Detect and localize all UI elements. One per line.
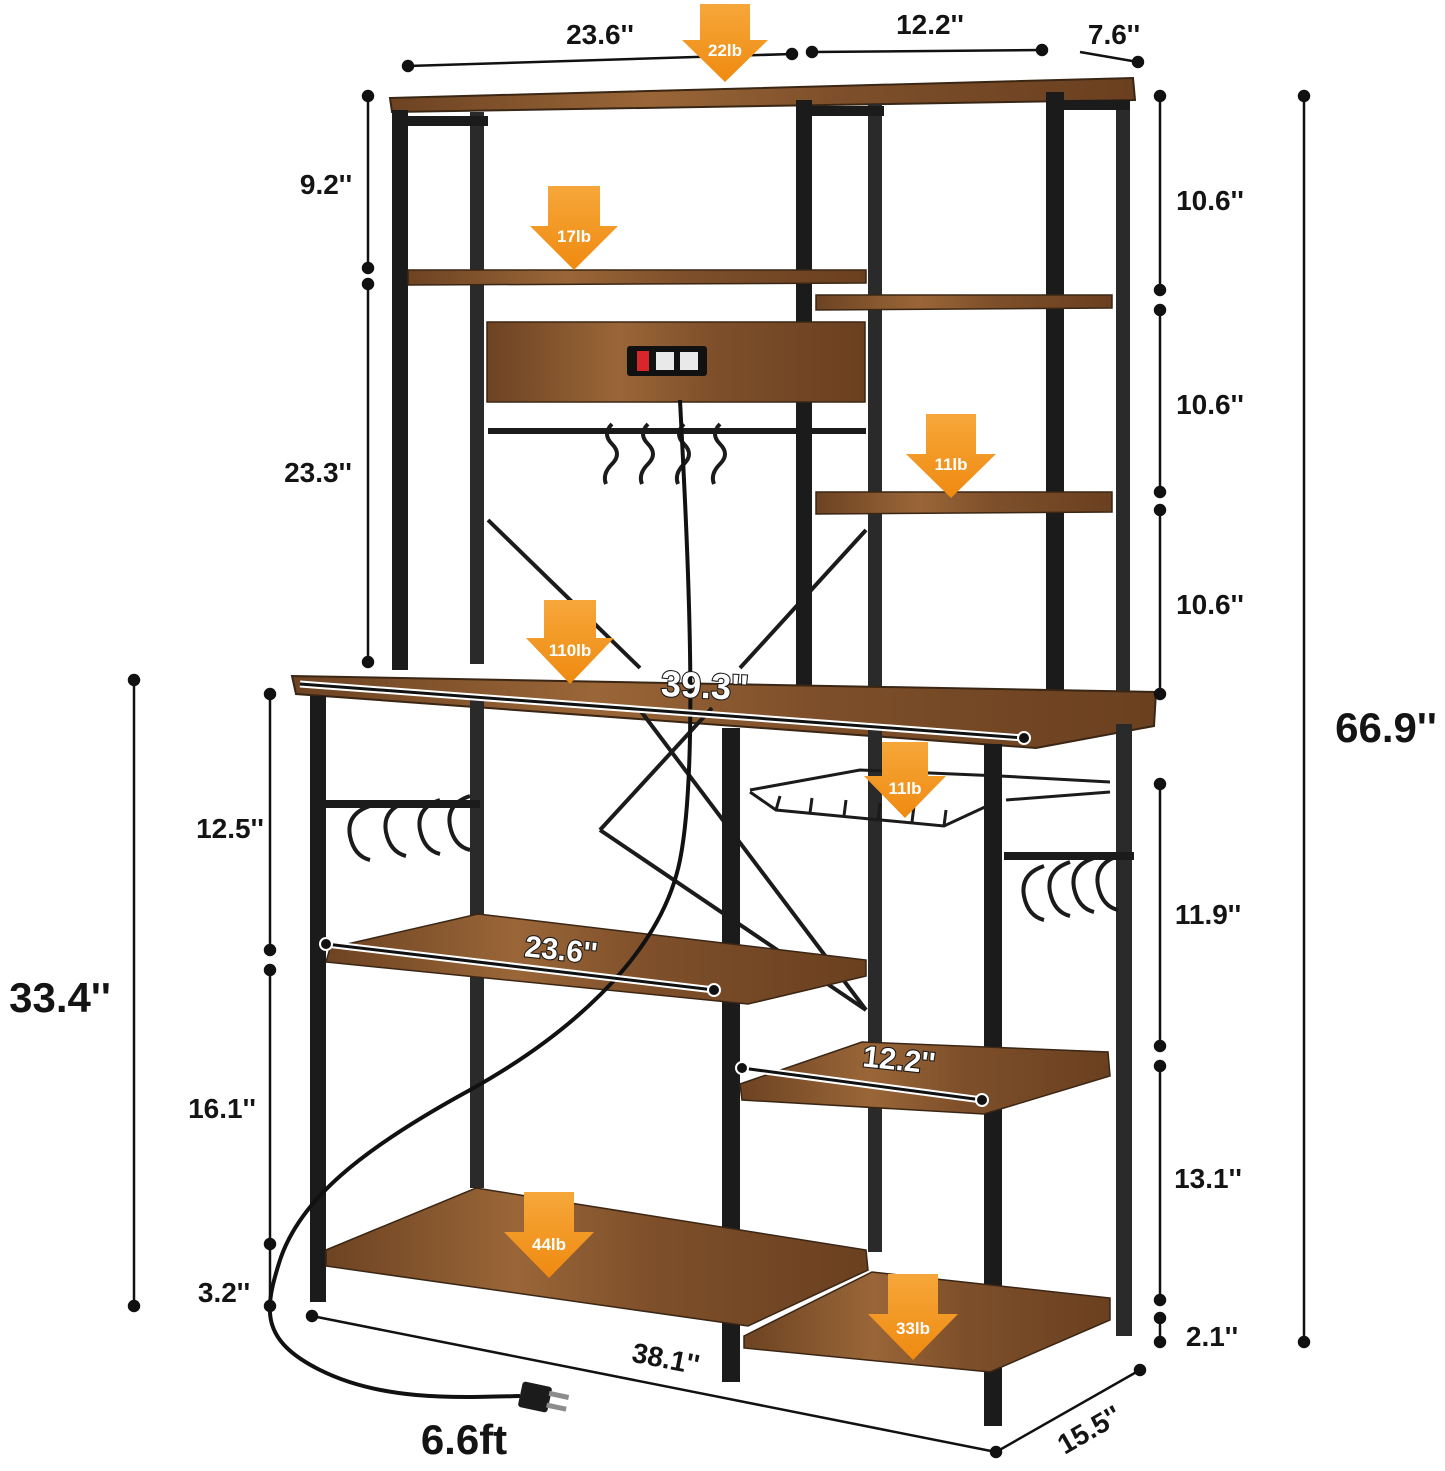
weight-arrow-icon: 110lb — [526, 600, 614, 684]
s-hook-icon — [1021, 854, 1119, 922]
cross-brace — [598, 706, 714, 832]
power-strip-icon — [627, 346, 707, 376]
label-lower-left-gap-1: 12.5'' — [196, 813, 264, 844]
label-top-right-width: 12.2'' — [896, 9, 964, 40]
label-upper-right-gap-3: 10.6'' — [1176, 589, 1244, 620]
weight-arrow-icon: 11lb — [906, 414, 996, 498]
frame-bar — [812, 106, 884, 116]
frame-bar — [1064, 100, 1130, 110]
weight-basket: 11lb — [888, 779, 921, 798]
lower-post — [1116, 724, 1132, 1336]
label-upper-left-gap-1: 9.2'' — [300, 169, 352, 200]
rack-frame — [267, 76, 1158, 1426]
upper-post — [868, 104, 882, 696]
weight-bottom-left: 44lb — [532, 1235, 566, 1254]
label-lower-left-gap-2: 16.1'' — [188, 1093, 256, 1124]
label-lower-left-gap-3: 3.2'' — [198, 1277, 250, 1308]
upper-left-shelf — [407, 269, 867, 286]
frame-bar — [408, 116, 488, 126]
weight-arrow-icon: 17lb — [530, 186, 618, 270]
s-hook-icon — [347, 794, 471, 862]
lower-post — [722, 728, 740, 1382]
upper-post — [470, 112, 484, 664]
label-counter-height: 33.4'' — [9, 974, 111, 1021]
upper-right-shelf-1 — [815, 294, 1113, 311]
dimension-lines — [127, 43, 1311, 1459]
top-shelf — [388, 76, 1137, 114]
dimension-labels: 23.6'' 12.2'' 7.6'' 9.2'' 23.3'' 10.6'' … — [9, 9, 1437, 1463]
label-top-depth: 7.6'' — [1088, 19, 1140, 50]
label-lower-right-gap-1: 11.9'' — [1175, 899, 1241, 930]
on-wood-dimension-lines — [299, 680, 1031, 1107]
bottom-left-shelf — [325, 1187, 869, 1327]
label-right-shelf-width: 12.2'' — [861, 1040, 937, 1080]
cross-brace — [486, 518, 642, 670]
middle-left-shelf — [325, 913, 867, 1005]
lower-post — [310, 696, 326, 1302]
cross-brace — [738, 528, 868, 670]
label-top-width: 23.6'' — [566, 19, 634, 50]
hanging-rod — [488, 428, 866, 434]
upper-post — [1046, 92, 1064, 702]
label-upper-right-gap-1: 10.6'' — [1176, 185, 1244, 216]
upper-post — [392, 110, 408, 670]
weight-arrow-icon: 11lb — [864, 742, 946, 818]
label-base-width: 38.1'' — [630, 1337, 702, 1380]
s-hook-icon — [602, 422, 727, 485]
weight-bottom-right: 33lb — [896, 1319, 930, 1338]
weight-arrow-icon: 33lb — [868, 1274, 958, 1360]
wire-basket — [749, 768, 1111, 828]
power-cord — [267, 399, 693, 1399]
weight-top: 22lb — [708, 41, 742, 60]
label-lower-right-gap-2: 13.1'' — [1174, 1163, 1242, 1194]
lower-right-shelf — [739, 1041, 1111, 1115]
weight-upper-right-shelf: 11lb — [934, 455, 967, 474]
label-base-depth: 15.5'' — [1052, 1399, 1126, 1460]
label-counter-width: 39.3'' — [660, 663, 749, 709]
label-mid-shelf-width: 23.6'' — [523, 930, 599, 970]
plug-icon — [518, 1381, 570, 1413]
weight-arrow-icon: 44lb — [504, 1192, 594, 1278]
label-upper-right-gap-2: 10.6'' — [1176, 389, 1244, 420]
upper-post — [1116, 100, 1130, 696]
hanging-rod — [1004, 852, 1134, 860]
upper-right-shelf-2 — [815, 491, 1113, 515]
weight-upper-left-shelf: 17lb — [557, 227, 591, 246]
label-lower-right-gap-3: 2.1'' — [1186, 1321, 1238, 1352]
label-upper-left-gap-2: 23.3'' — [284, 457, 352, 488]
lower-post — [868, 726, 882, 1252]
weight-counter: 110lb — [549, 641, 592, 660]
label-cord-length: 6.6ft — [421, 1416, 507, 1463]
weight-arrow-icon: 22lb — [682, 4, 768, 82]
label-total-height: 66.9'' — [1335, 704, 1437, 751]
